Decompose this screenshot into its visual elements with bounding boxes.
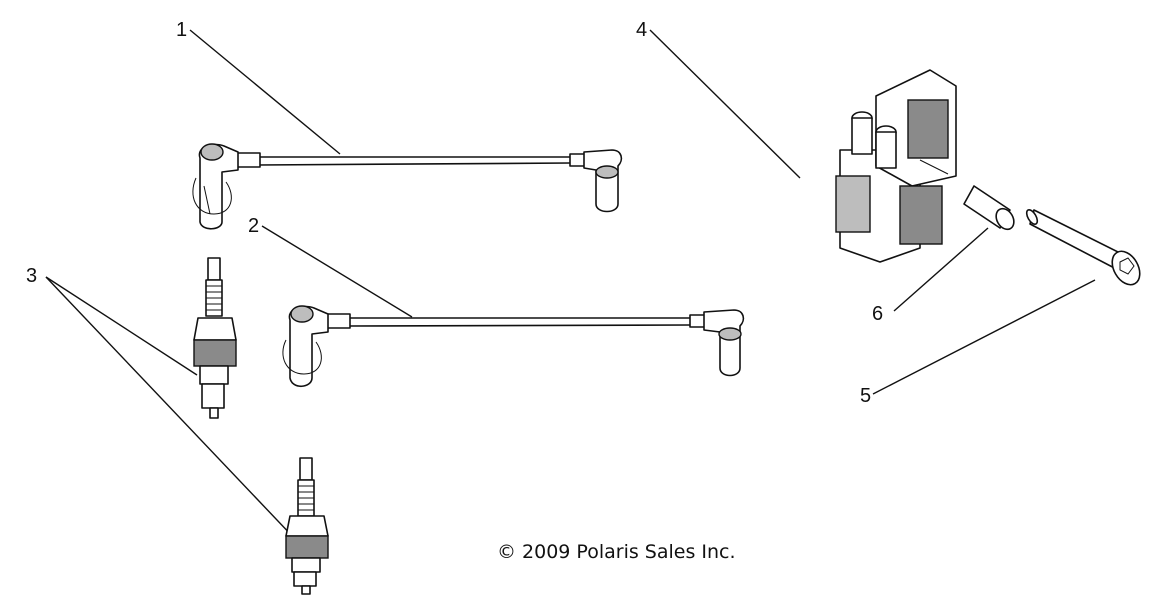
leader-line-5 (872, 279, 1096, 395)
leader-line-1 (189, 29, 341, 155)
callout-label-2: 2 (248, 215, 259, 237)
leader-line-3b (45, 276, 297, 541)
ignition-coil (835, 69, 957, 263)
spark-plug-upper (193, 257, 237, 419)
callout-label-3: 3 (26, 265, 37, 287)
coil-sleeve (963, 185, 1015, 231)
leader-line-4 (649, 29, 801, 179)
leader-line-3a (45, 276, 198, 376)
leader-line-6 (893, 227, 989, 312)
spark-plug-lower (285, 457, 329, 595)
spark-plug-wire-1 (192, 143, 623, 230)
leader-lines (45, 29, 1096, 541)
callout-label-5: 5 (860, 385, 871, 407)
leader-line-2 (261, 225, 413, 318)
callout-label-4: 4 (636, 19, 647, 41)
coil-bolt (1025, 208, 1141, 286)
callout-label-6: 6 (872, 303, 883, 325)
callout-label-1: 1 (176, 19, 187, 41)
spark-plug-wire-2 (282, 305, 745, 388)
copyright-text: © 2009 Polaris Sales Inc. (497, 541, 736, 563)
